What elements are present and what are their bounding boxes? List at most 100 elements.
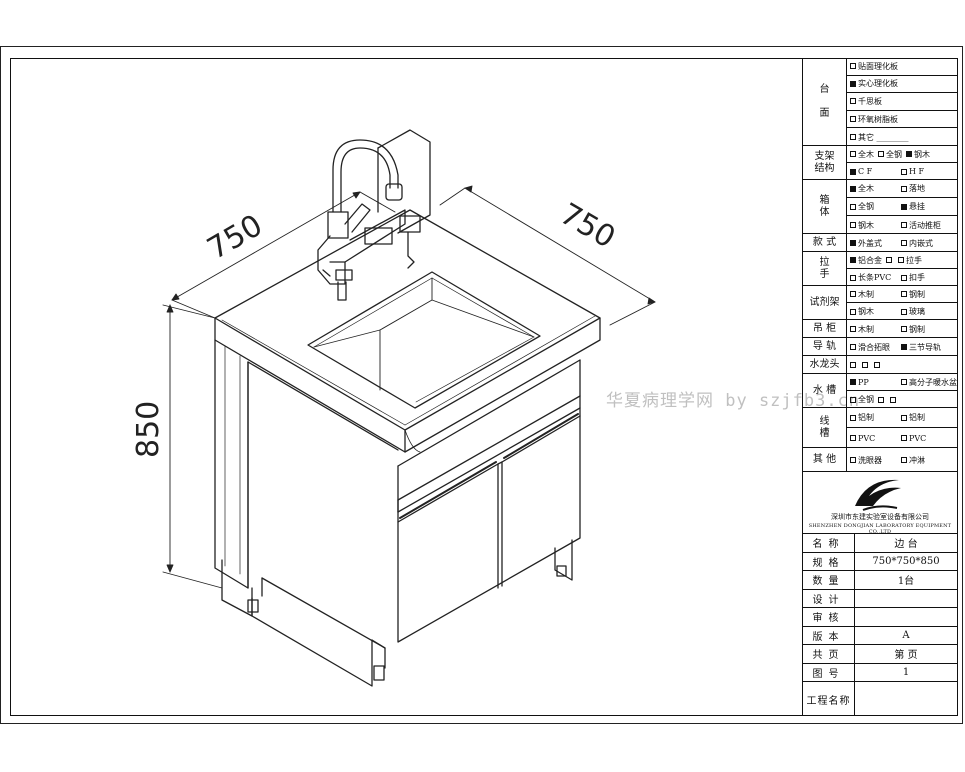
spec-option[interactable]: 内嵌式 — [901, 238, 933, 249]
unchecked-box-icon[interactable] — [901, 308, 907, 315]
spec-option[interactable]: 钢木 — [850, 220, 874, 231]
unchecked-box-icon[interactable] — [850, 63, 856, 70]
unchecked-box-icon[interactable] — [878, 151, 884, 157]
unchecked-box-icon[interactable] — [901, 326, 907, 332]
spec-option[interactable]: 其它 ________ — [850, 132, 909, 143]
spec-option[interactable]: 贴面理化板 — [850, 61, 898, 72]
spec-option[interactable]: PP — [850, 378, 869, 387]
spec-option[interactable]: 拉手 — [898, 255, 922, 266]
unchecked-box-icon[interactable] — [850, 362, 856, 368]
unchecked-box-icon[interactable] — [850, 98, 856, 105]
spec-option[interactable]: 全钢 — [850, 201, 874, 212]
spec-option[interactable]: 全钢 — [878, 149, 902, 160]
spec-option[interactable]: 钢制 — [901, 324, 925, 335]
spec-option[interactable]: 活动推柜 — [901, 220, 941, 231]
spec-option[interactable]: 实心理化板 — [850, 78, 898, 89]
spec-option[interactable]: 全木 — [850, 183, 874, 194]
spec-option[interactable]: 钢制 — [901, 289, 925, 300]
unchecked-box-icon[interactable] — [850, 151, 856, 157]
spec-option[interactable]: H F — [901, 167, 924, 176]
spec-option[interactable] — [850, 362, 858, 368]
spec-option[interactable] — [890, 396, 898, 403]
checked-box-icon[interactable] — [850, 185, 856, 192]
spec-option-label: 悬挂 — [909, 202, 925, 211]
checked-box-icon[interactable] — [901, 344, 907, 350]
unchecked-box-icon[interactable] — [886, 257, 892, 263]
checked-box-icon[interactable] — [906, 151, 912, 157]
unchecked-box-icon[interactable] — [901, 379, 907, 385]
spec-option[interactable] — [886, 257, 894, 263]
unchecked-box-icon[interactable] — [901, 435, 907, 441]
unchecked-box-icon[interactable] — [850, 435, 856, 441]
spec-option[interactable]: 铝制 — [901, 412, 925, 423]
spec-option[interactable]: 千思板 — [850, 96, 882, 107]
spec-option[interactable]: 冲淋 — [901, 455, 925, 466]
spec-option[interactable]: PVC — [901, 434, 926, 443]
meta-value: 第 页 — [894, 650, 918, 662]
unchecked-box-icon[interactable] — [901, 222, 907, 228]
unchecked-box-icon[interactable] — [890, 396, 896, 403]
spec-option[interactable]: 悬挂 — [901, 201, 925, 212]
unchecked-box-icon[interactable] — [901, 457, 907, 463]
unchecked-box-icon[interactable] — [898, 257, 904, 263]
unchecked-box-icon[interactable] — [850, 457, 856, 463]
unchecked-box-icon[interactable] — [874, 362, 880, 368]
spec-option[interactable]: 洗眼器 — [850, 455, 882, 466]
spec-option[interactable]: PVC — [850, 434, 875, 443]
unchecked-box-icon[interactable] — [878, 396, 884, 403]
unchecked-box-icon[interactable] — [901, 274, 907, 281]
checked-box-icon[interactable] — [850, 257, 856, 263]
spec-option[interactable]: 钢木 — [906, 149, 930, 160]
unchecked-box-icon[interactable] — [850, 414, 856, 421]
unchecked-box-icon[interactable] — [850, 134, 856, 141]
spec-option[interactable]: 玻璃 — [901, 306, 925, 317]
checked-box-icon[interactable] — [850, 80, 856, 87]
spec-option[interactable] — [874, 362, 882, 368]
unchecked-box-icon[interactable] — [850, 396, 856, 403]
spec-option[interactable]: 长条PVC — [850, 272, 891, 283]
title-block: 台 面贴面理化板实心理化板千思板环氧树脂板其它 ________支架 结构全木全… — [802, 58, 958, 716]
unchecked-box-icon[interactable] — [901, 291, 907, 297]
dim-label-width: 750 — [202, 208, 269, 267]
checked-box-icon[interactable] — [901, 203, 907, 210]
dim-label-height: 850 — [131, 401, 166, 458]
countertop-edge — [214, 317, 406, 453]
spec-option[interactable]: 落地 — [901, 183, 925, 194]
checked-box-icon[interactable] — [850, 240, 856, 246]
spec-option[interactable]: 高分子暖水盆 — [901, 377, 957, 388]
unchecked-box-icon[interactable] — [901, 240, 907, 246]
unchecked-box-icon[interactable] — [901, 185, 907, 192]
spec-option[interactable]: 三节导轨 — [901, 342, 941, 353]
unchecked-box-icon[interactable] — [850, 116, 856, 123]
spec-option[interactable]: 钢木 — [850, 306, 874, 317]
meta-value: 750*750*850 — [872, 555, 940, 567]
spec-option[interactable] — [878, 396, 886, 403]
spec-option[interactable]: 全钢 — [850, 394, 874, 405]
checked-box-icon[interactable] — [850, 168, 856, 175]
unchecked-box-icon[interactable] — [850, 203, 856, 210]
unchecked-box-icon[interactable] — [901, 168, 907, 175]
spec-option[interactable]: 铝合金 — [850, 255, 882, 266]
checked-box-icon[interactable] — [850, 379, 856, 385]
watermark: 华夏病理学网 by szjfb3.cn — [606, 391, 861, 411]
spec-option[interactable]: 木制 — [850, 289, 874, 300]
spec-option[interactable]: 全木 — [850, 149, 874, 160]
unchecked-box-icon[interactable] — [850, 222, 856, 228]
spec-option[interactable]: 铝制 — [850, 412, 874, 423]
spec-option[interactable] — [862, 362, 870, 368]
spec-option[interactable]: C F — [850, 167, 872, 176]
unchecked-box-icon[interactable] — [862, 362, 868, 368]
unchecked-box-icon[interactable] — [850, 344, 856, 350]
spec-option-line: PVC PVC — [847, 428, 957, 448]
spec-option[interactable]: 木制 — [850, 324, 874, 335]
unchecked-box-icon[interactable] — [850, 291, 856, 297]
unchecked-box-icon[interactable] — [850, 326, 856, 332]
spec-option[interactable]: 外盖式 — [850, 238, 882, 249]
unchecked-box-icon[interactable] — [850, 274, 856, 281]
unchecked-box-icon[interactable] — [850, 308, 856, 315]
spec-option[interactable]: 扣手 — [901, 272, 925, 283]
spec-option[interactable]: 滑合拓眼 — [850, 342, 890, 353]
spec-option[interactable]: 环氧树脂板 — [850, 114, 898, 125]
unchecked-box-icon[interactable] — [901, 414, 907, 421]
